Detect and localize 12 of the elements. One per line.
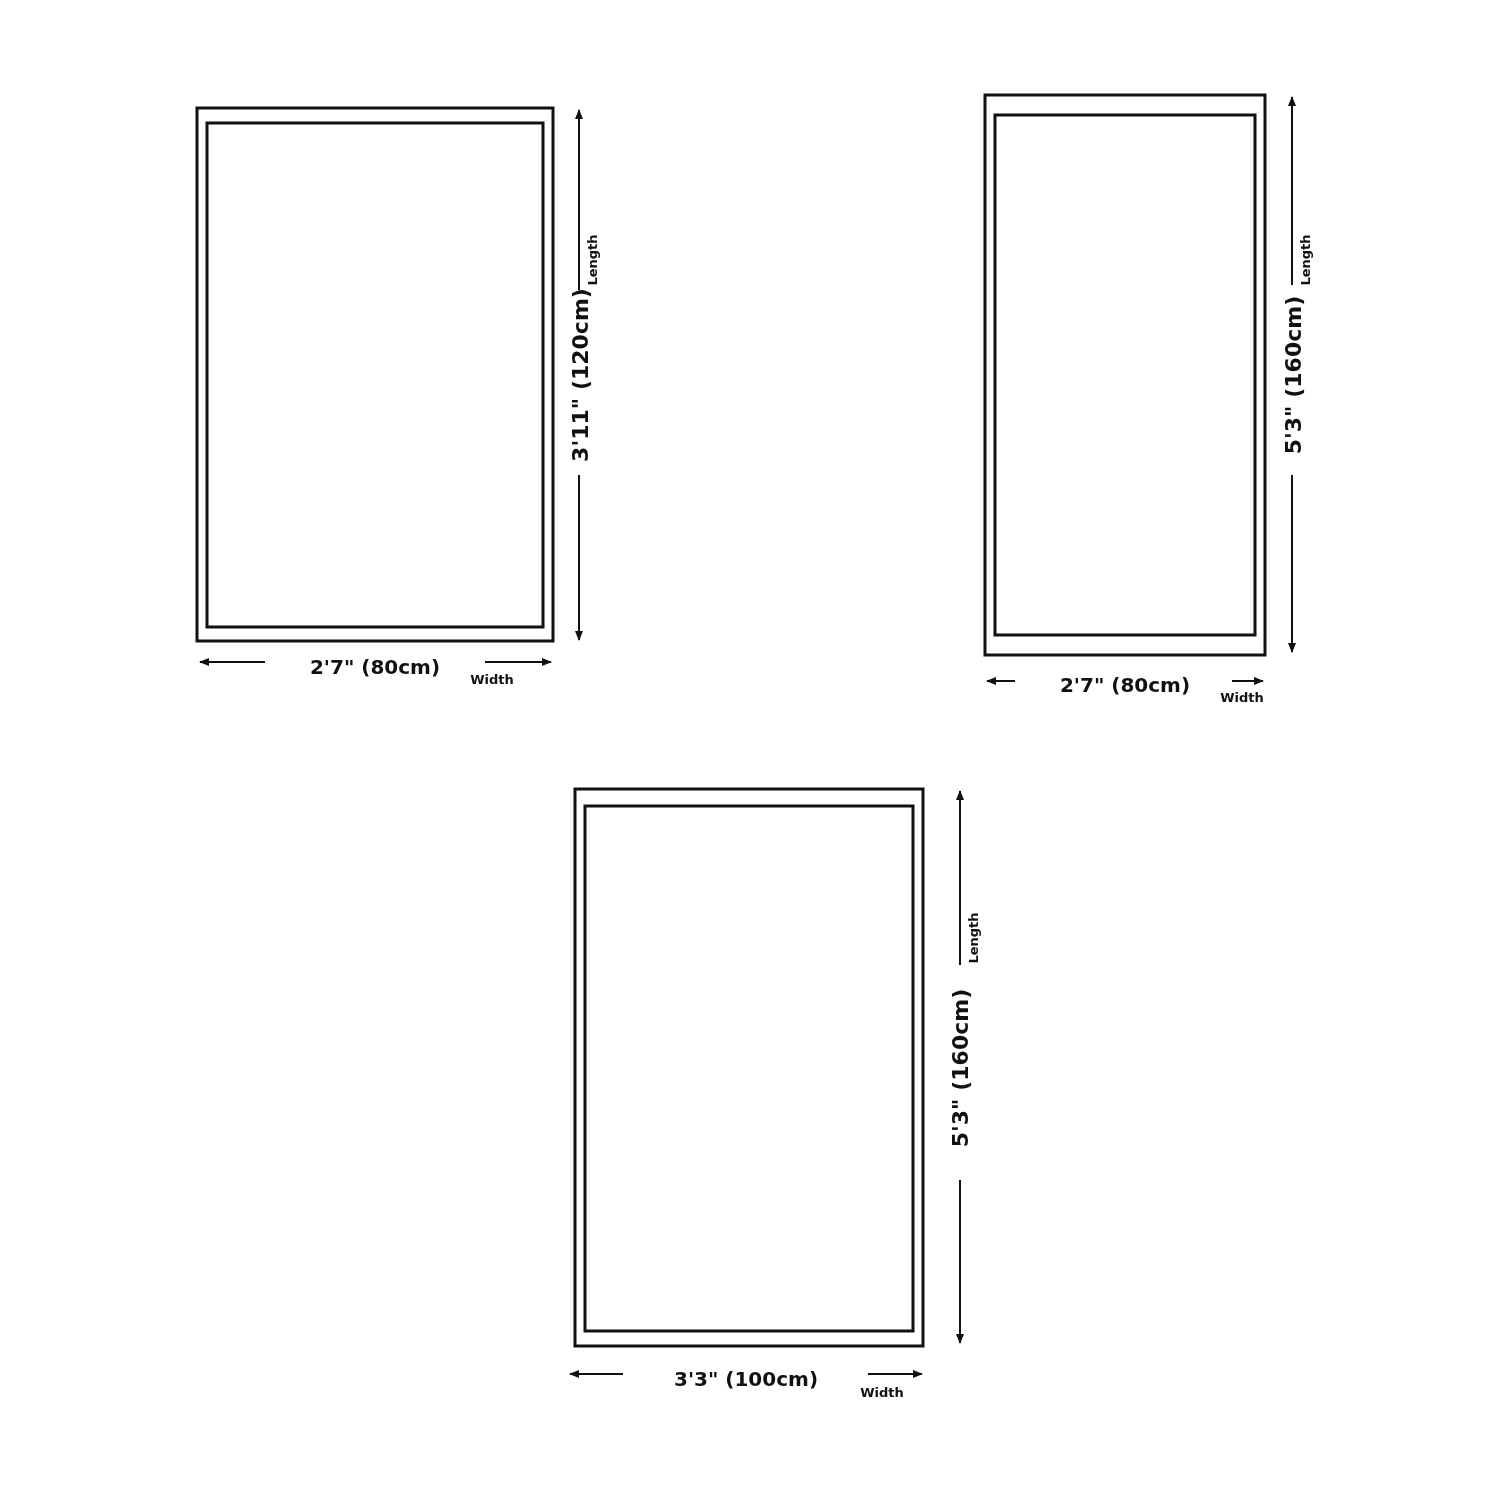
dimension-caption: Width xyxy=(1220,689,1264,705)
dimension-value: 5'3" (160cm) xyxy=(947,988,973,1148)
dimension-caption: Length xyxy=(584,234,600,286)
dimension-caption: Width xyxy=(860,1384,904,1400)
dimension-value: 2'7" (80cm) xyxy=(1059,673,1191,697)
dimension-value: 3'3" (100cm) xyxy=(673,1367,819,1391)
dimension-caption: Length xyxy=(965,912,981,964)
dimension-caption: Width xyxy=(470,671,514,687)
dimension-caption: Length xyxy=(1297,234,1313,286)
dimension-value: 3'11" (120cm) xyxy=(567,288,593,462)
dimension-value: 2'7" (80cm) xyxy=(309,655,441,679)
dimension-value: 5'3" (160cm) xyxy=(1280,295,1306,455)
